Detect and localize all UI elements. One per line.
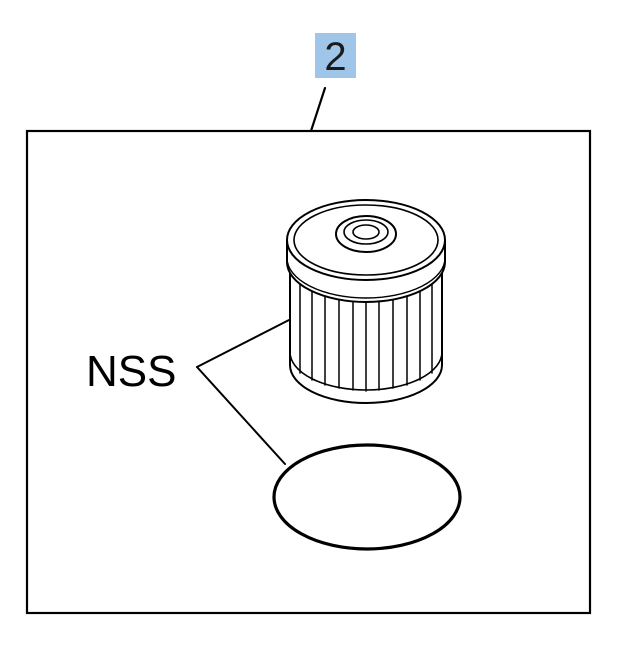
filter-cartridge-icon[interactable] — [286, 199, 446, 404]
callout-number: 2 — [324, 35, 346, 79]
diagram-frame — [25, 129, 592, 615]
callout-highlight — [315, 33, 356, 78]
o-ring-icon[interactable] — [272, 443, 462, 551]
filter-pleats — [299, 284, 433, 392]
callout-leader-line — [309, 86, 327, 133]
parts-label: NSS — [86, 347, 176, 396]
callout-badge[interactable]: 2 — [315, 33, 356, 79]
label-leader-lines — [196, 319, 290, 465]
